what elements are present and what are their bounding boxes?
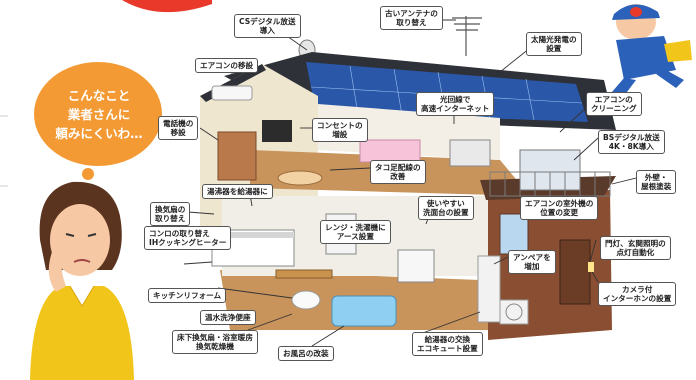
callout-ac-relocate: エアコンの移設 [195, 58, 259, 73]
speech-line: 業者さんに [67, 107, 131, 122]
eco-cute-unit [477, 255, 501, 323]
callout-intercom: カメラ付インターホンの設置 [598, 282, 677, 306]
air-conditioner [211, 85, 253, 101]
callout-old-antenna: 古いアンテナの取り替え [380, 6, 443, 30]
callout-phone-relocate: 電話機の移設 [158, 116, 199, 140]
bed [359, 139, 421, 163]
round-table [277, 170, 323, 186]
callout-ac-cleaning: エアコンのクリーニング [586, 92, 642, 116]
speech-line: こんなこと [67, 88, 131, 103]
washbasin [397, 249, 435, 283]
tv [262, 120, 292, 142]
callout-washbasin: 使いやすい洗面台の設置 [418, 196, 474, 220]
brand-arc [122, 0, 212, 13]
toilet [291, 290, 321, 310]
old-antenna [452, 16, 482, 56]
repair-worker [612, 4, 692, 96]
callout-bath-reform: お風呂の改装 [278, 346, 334, 361]
callout-ampere: アンペアを増加 [508, 250, 556, 274]
callout-kitchen-reform: キッチンリフォーム [148, 288, 227, 303]
callout-range-ground: レンジ・洗濯機にアース設置 [320, 220, 391, 244]
callout-eco-cute: 給湯器の交換エコキュート設置 [412, 332, 483, 356]
speech-line: 頼みにくいわ… [55, 126, 143, 141]
callout-exterior-paint: 外壁・屋根塗装 [636, 170, 677, 194]
callout-water-heater: 湯沸器を給湯器に [202, 184, 273, 199]
bathtub [331, 295, 397, 327]
callout-outlet-trip: タコ足配線の改善 [370, 160, 426, 184]
callout-entrance-light: 門灯、玄関照明の点灯自動化 [600, 236, 671, 260]
callout-cs-antenna: CSデジタル放送導入 [234, 14, 301, 38]
callout-vent-fan: 換気扇の取り替え [150, 202, 191, 226]
callout-fiber: 光回線で高速インターネット [416, 92, 495, 116]
callout-bath-dryer: 床下換気扇・浴室暖房換気乾燥機 [172, 330, 258, 354]
callout-outlet-add: コンセントの増設 [312, 118, 368, 142]
dining-table [275, 269, 333, 279]
callout-leaders [183, 19, 637, 347]
callout-bidet: 温水洗浄便座 [200, 310, 256, 325]
worried-woman [30, 181, 134, 380]
callout-outdoor-unit: エアコンの室外機の位置の変更 [520, 196, 599, 220]
wardrobe [217, 131, 257, 181]
desk [449, 139, 491, 167]
speech-bubble-text: こんなこと 業者さんに 頼みにくいわ… [44, 86, 154, 143]
callout-solar: 太陽光発電の設置 [526, 32, 582, 56]
